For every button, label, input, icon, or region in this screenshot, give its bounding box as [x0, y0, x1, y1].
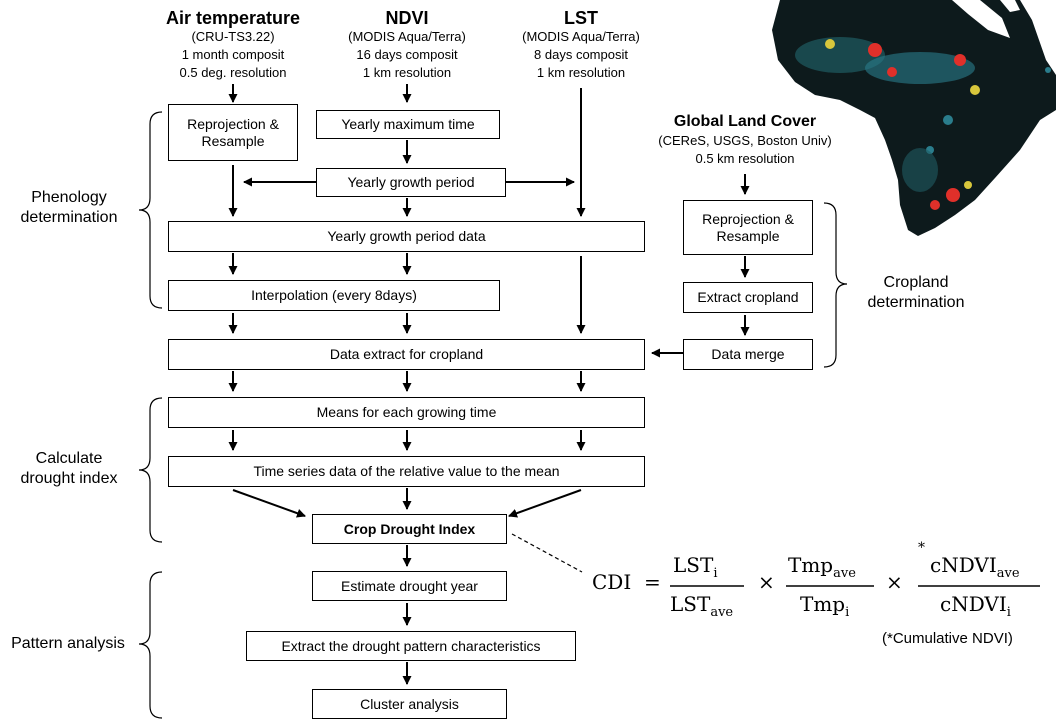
formula-times-2: ×	[886, 570, 903, 594]
group-phenology-label: Phenology determination	[0, 188, 138, 228]
source-detail: 1 km resolution	[536, 65, 626, 80]
box-interpolation: Interpolation (every 8days)	[168, 280, 500, 311]
formula-f3-num: cNDVIave	[930, 553, 1020, 581]
formula-star: *	[918, 540, 925, 556]
source-title: Air temperature	[165, 8, 301, 28]
source-detail: 0.5 deg. resolution	[179, 65, 287, 80]
formula-sub: ave	[710, 605, 734, 620]
box-reprojection-landcover: Reprojection & Resample	[683, 200, 813, 255]
formula-equals: =	[644, 570, 661, 594]
group-label-line: determination	[867, 294, 965, 311]
formula-var: cNDVI	[930, 553, 997, 577]
formula-var: LST	[670, 592, 711, 616]
source-detail: 0.5 km resolution	[695, 151, 795, 166]
source-detail: 1 km resolution	[362, 65, 452, 80]
group-drought-label: Calculate drought index	[0, 449, 138, 489]
formula-sub: ave	[833, 566, 856, 581]
source-detail: 8 days composit	[534, 47, 628, 62]
box-data-merge: Data merge	[683, 339, 813, 370]
formula-var: cNDVI	[940, 592, 1007, 616]
formula-var: LST	[673, 553, 714, 577]
source-detail: 16 days composit	[356, 47, 458, 62]
source-title: LST	[564, 8, 598, 28]
group-label-line: Cropland	[883, 274, 949, 291]
formula-sub: i	[845, 605, 850, 620]
source-title: Global Land Cover	[673, 113, 817, 130]
source-air-temperature: Air temperature (CRU-TS3.22) 1 month com…	[163, 8, 303, 82]
source-detail: 1 month composit	[181, 47, 285, 62]
group-label-line: determination	[20, 209, 118, 226]
formula-var: Tmp	[788, 553, 834, 577]
group-label-line: Calculate	[35, 450, 103, 467]
formula-var: Tmp	[800, 592, 846, 616]
group-label-line: drought index	[20, 470, 118, 487]
formula-note: (*Cumulative NDVI)	[882, 630, 1013, 647]
formula-f2-num: Tmpave	[788, 553, 856, 581]
formula-times-1: ×	[758, 570, 775, 594]
source-detail: (CEReS, USGS, Boston Univ)	[658, 133, 832, 148]
box-reprojection-air: Reprojection & Resample	[168, 104, 298, 161]
source-lst: LST (MODIS Aqua/Terra) 8 days composit 1…	[511, 8, 651, 82]
box-cluster-analysis: Cluster analysis	[312, 689, 507, 719]
group-pattern-label: Pattern analysis	[11, 635, 125, 652]
formula-f1-den: LSTave	[670, 592, 733, 620]
box-yearly-growth-period-data: Yearly growth period data	[168, 221, 645, 252]
formula-sub: ave	[996, 566, 1020, 581]
group-cropland-label: Cropland determination	[850, 273, 982, 313]
box-means-growing-time: Means for each growing time	[168, 397, 645, 428]
source-detail: (CRU-TS3.22)	[191, 29, 275, 44]
formula-f1-num: LSTi	[673, 553, 718, 581]
group-label-line: Phenology	[31, 189, 107, 206]
formula-sub: i	[1006, 605, 1011, 620]
formula-lhs: CDI	[592, 570, 632, 594]
box-yearly-maximum-time: Yearly maximum time	[316, 110, 500, 139]
box-data-extract-cropland: Data extract for cropland	[168, 339, 645, 370]
box-crop-drought-index: Crop Drought Index	[312, 514, 507, 544]
formula-f2-den: Tmpi	[800, 592, 849, 620]
source-global-land-cover: Global Land Cover (CEReS, USGS, Boston U…	[650, 112, 840, 168]
box-extract-cropland: Extract cropland	[683, 282, 813, 313]
source-title: NDVI	[385, 8, 429, 28]
source-detail: (MODIS Aqua/Terra)	[522, 29, 640, 44]
source-detail: (MODIS Aqua/Terra)	[348, 29, 466, 44]
africa-map	[772, 0, 1056, 236]
box-yearly-growth-period: Yearly growth period	[316, 168, 506, 197]
source-ndvi: NDVI (MODIS Aqua/Terra) 16 days composit…	[337, 8, 477, 82]
box-estimate-drought-year: Estimate drought year	[312, 571, 507, 601]
box-time-series: Time series data of the relative value t…	[168, 456, 645, 487]
box-drought-pattern-characteristics: Extract the drought pattern characterist…	[246, 631, 576, 661]
formula-f3-den: cNDVIi	[940, 592, 1011, 620]
formula-sub: i	[713, 566, 718, 581]
